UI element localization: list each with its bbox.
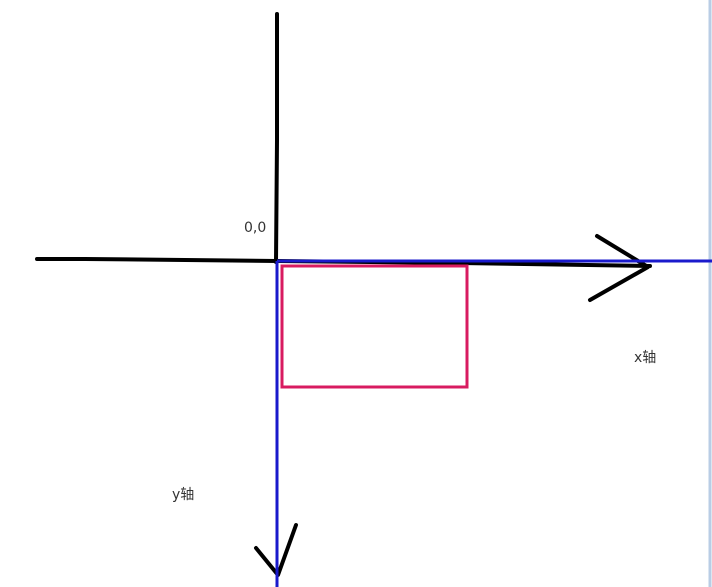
- y-axis-label: y轴: [172, 487, 195, 503]
- origin-label: 0,0: [244, 220, 267, 236]
- black-vertical-axis: [274, 12, 279, 264]
- black-horizontal-axis: [35, 257, 652, 268]
- x-axis-label: x轴: [634, 350, 657, 366]
- pink-rectangle: [280, 264, 469, 389]
- x-axis-arrowhead: [588, 234, 650, 302]
